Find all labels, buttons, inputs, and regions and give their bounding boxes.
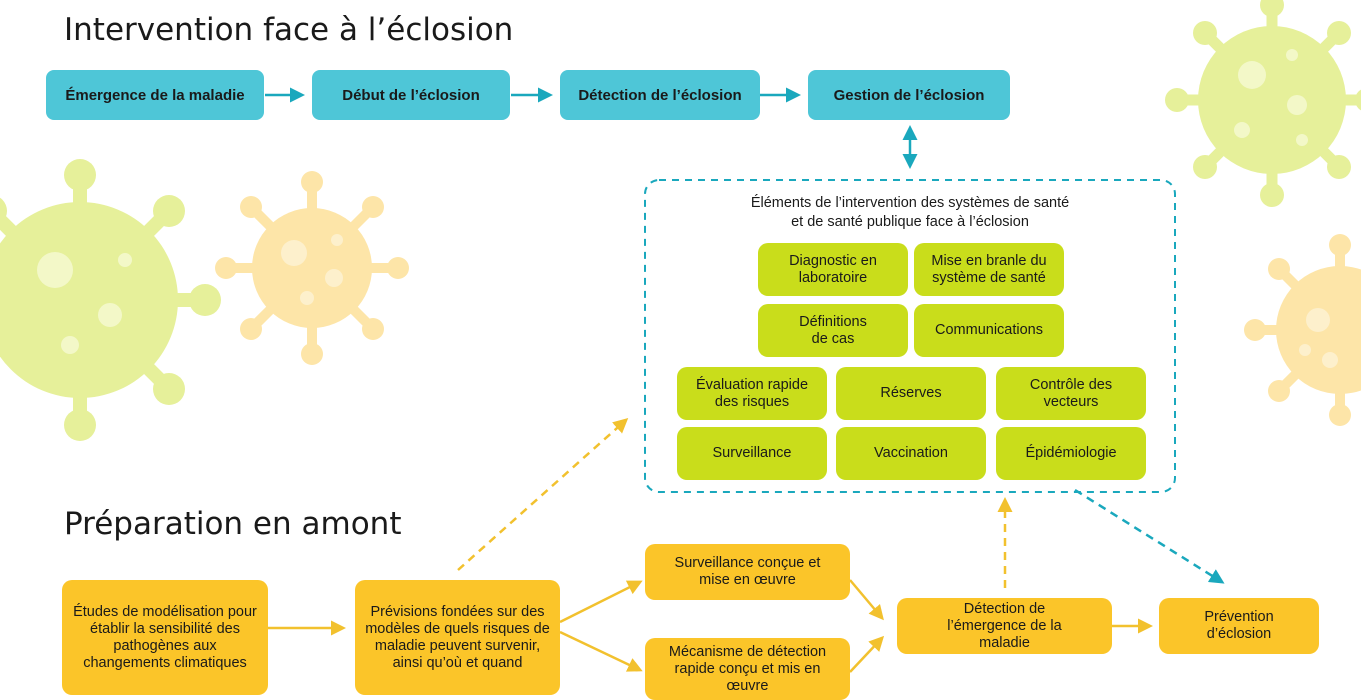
top-section-title: Intervention face à l’éclosion	[64, 12, 514, 48]
prep-arrow-5	[849, 635, 885, 673]
panel-item-surveillance: Surveillance	[677, 427, 827, 480]
panel-to-prevention-arrow	[1074, 488, 1225, 584]
prep-arrow-2	[559, 580, 643, 624]
panel-title-line-2: et de santé publique face à l’éclosion	[791, 214, 1029, 230]
prep-arrow-4	[849, 579, 884, 621]
bottom-section-title: Préparation en amont	[64, 506, 402, 542]
flow-box-outbreak-start: Début de l’éclosion	[312, 70, 510, 120]
prep-box-modelling-studies: Études de modélisation pour établir la s…	[62, 580, 268, 695]
response-elements-panel-border	[644, 179, 1176, 493]
panel-item-rapid-risk-assessment: Évaluation rapide des risques	[677, 367, 827, 420]
flow-box-outbreak-detection: Détection de l’éclosion	[560, 70, 760, 120]
virus-icon	[1165, 0, 1361, 207]
panel-item-lab-diagnostics: Diagnostic en laboratoire	[758, 243, 908, 296]
prep-box-outbreak-prevention: Prévention d’éclosion	[1159, 598, 1319, 654]
prep-box-rapid-detection-mechanism: Mécanisme de détection rapide conçu et m…	[645, 638, 850, 700]
panel-title-line-1: Éléments de l’intervention des systèmes …	[750, 195, 1070, 211]
panel-item-communications: Communications	[914, 304, 1064, 357]
panel-item-vaccination: Vaccination	[836, 427, 986, 480]
panel-title: Éléments de l’intervention des systèmes …	[670, 194, 1150, 232]
prep-box-emergence-detection: Détection de l’émergence de la maladie	[897, 598, 1112, 654]
panel-item-health-system-mobilization: Mise en branle du système de santé	[914, 243, 1064, 296]
prep-box-surveillance-designed: Surveillance conçue et mise en œuvre	[645, 544, 850, 600]
flow-box-emergence: Émergence de la maladie	[46, 70, 264, 120]
panel-item-vector-control: Contrôle des vecteurs	[996, 367, 1146, 420]
virus-icon	[1244, 234, 1361, 426]
panel-item-case-definitions: Définitions de cas	[758, 304, 908, 357]
flow-box-outbreak-management: Gestion de l’éclosion	[808, 70, 1010, 120]
panel-item-stockpiles: Réserves	[836, 367, 986, 420]
prep-box-model-forecasts: Prévisions fondées sur des modèles de qu…	[355, 580, 560, 695]
prep-arrow-3	[559, 630, 643, 672]
panel-item-epidemiology: Épidémiologie	[996, 427, 1146, 480]
virus-icon	[0, 159, 221, 441]
virus-icon	[215, 171, 409, 365]
forecast-to-panel-arrow	[457, 418, 629, 571]
